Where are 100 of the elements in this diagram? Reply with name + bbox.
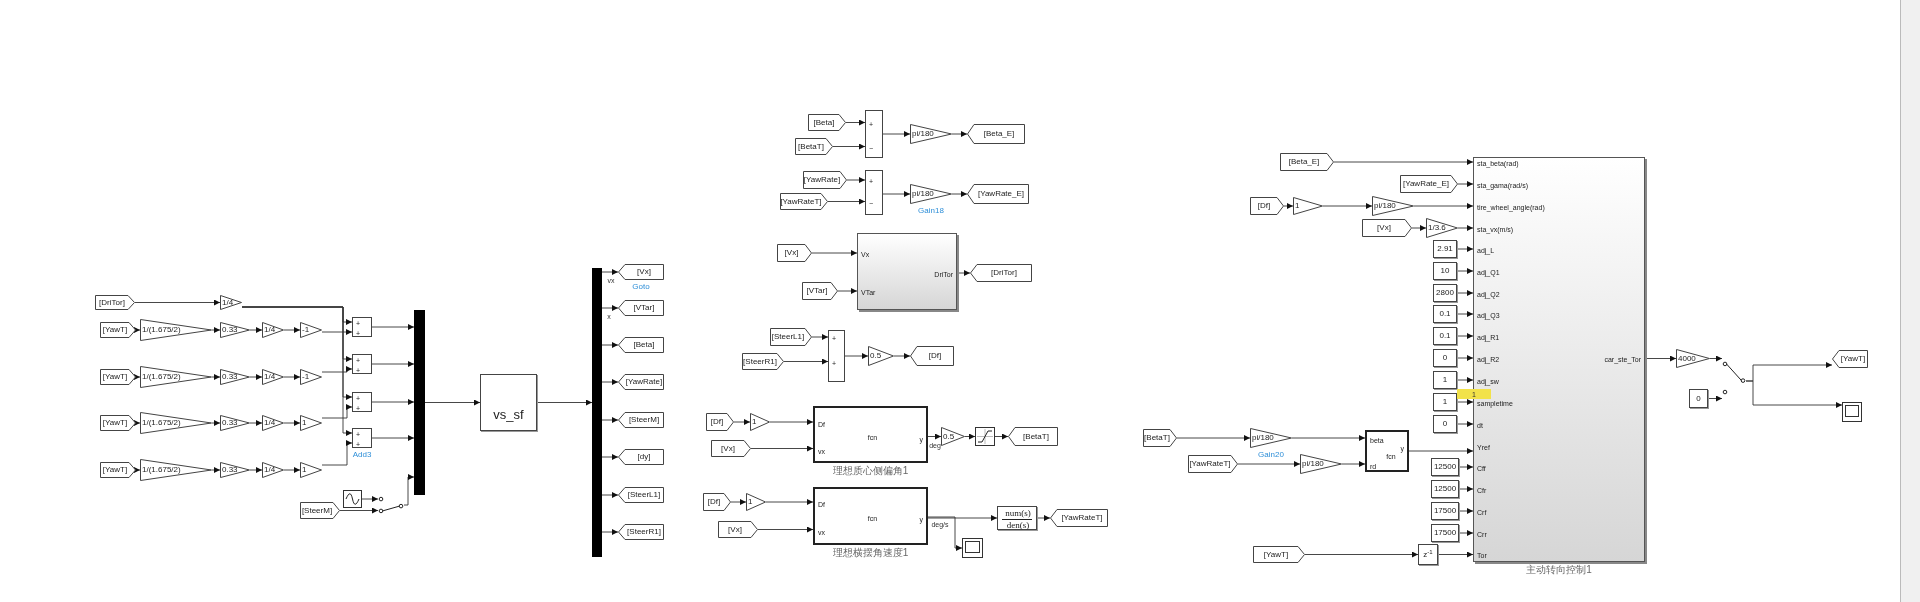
- gain-triangle: [262, 462, 284, 478]
- gain-triangle: [1293, 197, 1323, 215]
- tag-label: [Beta]: [813, 118, 835, 127]
- sum-block: [352, 354, 372, 374]
- tag-label: [YawRate_E]: [977, 190, 1025, 198]
- gain-triangle: [220, 322, 250, 338]
- signal-line: [211, 374, 221, 380]
- block-label: 1/(1.675/2): [142, 326, 181, 334]
- from-tag: [1250, 197, 1284, 215]
- gain-triangle: [300, 369, 322, 385]
- block-label: 0.33: [222, 326, 238, 334]
- tag-label: [dy]: [637, 453, 651, 461]
- goto-tag: [1050, 509, 1108, 527]
- block-name: Add3: [352, 451, 372, 459]
- goto-tag: [970, 264, 1032, 282]
- block-label: 1/4: [222, 298, 234, 307]
- tag-label: [YawT]: [102, 466, 128, 474]
- block-label: 0.1: [1439, 332, 1451, 340]
- goto-tag: [967, 184, 1029, 204]
- constant-block: [1433, 305, 1457, 323]
- from-tag: [777, 244, 812, 262]
- gain-triangle: [910, 184, 952, 204]
- tag-label: [Vx]: [721, 444, 735, 453]
- signal-line: [134, 420, 141, 426]
- bus-bar: [592, 268, 602, 557]
- scope-block: [1842, 402, 1862, 422]
- gain-triangle: [140, 366, 212, 388]
- constant-block: [1431, 480, 1459, 498]
- tag-label: [VTar]: [633, 304, 655, 312]
- signal-line: [211, 327, 221, 333]
- goto-tag: [1832, 350, 1868, 368]
- tag-label: [Df]: [710, 418, 724, 426]
- constant-block: [1433, 393, 1457, 411]
- signal-line: [134, 327, 141, 333]
- function-block: [1365, 430, 1409, 472]
- subsystem-block: [1473, 157, 1645, 562]
- tag-label: [Vx]: [637, 268, 651, 276]
- constant-block: [1433, 327, 1457, 345]
- gain-triangle: [220, 462, 250, 478]
- block-label: 2800: [1436, 289, 1454, 297]
- block-label: 1/4: [264, 466, 276, 474]
- gain-triangle: [262, 415, 284, 431]
- from-tag: [703, 493, 731, 511]
- block-label: 1: [302, 419, 307, 427]
- sum-block: [352, 392, 372, 412]
- block-caption: 理想质心侧偏角1: [832, 466, 909, 476]
- from-tag: [1362, 219, 1412, 237]
- constant-block: [1433, 415, 1457, 433]
- constant-block: [1433, 371, 1457, 389]
- from-tag: [770, 328, 812, 346]
- gain-triangle: [1300, 454, 1342, 474]
- tag-label: [Df]: [707, 498, 721, 506]
- block-label: 1: [302, 466, 307, 474]
- tag-label: [Vx]: [1377, 224, 1391, 232]
- from-tag: [742, 353, 784, 370]
- gain-triangle: [300, 322, 322, 338]
- block-label: 1/(1.675/2): [142, 373, 181, 381]
- tag-label: [YawT]: [102, 373, 128, 381]
- manual-switch: [378, 494, 404, 516]
- constant-block: [1433, 262, 1457, 280]
- tag-label: [YawRateT]: [780, 197, 822, 206]
- from-tag: [100, 369, 136, 385]
- saturation-block: [975, 427, 995, 446]
- tag-label: [YawT]: [102, 326, 128, 334]
- block-label: 0: [1696, 394, 1701, 403]
- block-label: 0: [1442, 354, 1448, 362]
- block-label: 0.33: [222, 419, 238, 427]
- from-tag: [1400, 175, 1458, 193]
- block-label: 17500: [1433, 529, 1457, 537]
- block-label: 1/(1.675/2): [142, 466, 181, 474]
- block-name: Goto: [632, 283, 650, 291]
- scope-block: [962, 538, 983, 558]
- signal-line: [211, 467, 221, 473]
- constant-block: [1433, 349, 1457, 367]
- signal-line: [211, 420, 221, 426]
- tag-label: [Vx]: [784, 249, 799, 257]
- from-tag: [1253, 546, 1305, 563]
- block-label: 4000: [1678, 354, 1696, 363]
- from-tag: [1188, 455, 1238, 473]
- tag-label: [BetaT]: [1144, 434, 1170, 442]
- transfer-function-text: den(s): [1006, 520, 1030, 530]
- gain-triangle: [750, 413, 770, 431]
- sum-block: [828, 330, 845, 382]
- tag-label: [YawRate]: [803, 176, 841, 184]
- tag-label: [Df]: [928, 352, 942, 360]
- block-label: pi/180: [912, 130, 934, 138]
- constant-block: [1433, 240, 1457, 258]
- block-label: z$^{-1}$: [1423, 550, 1433, 559]
- gain-triangle: [746, 493, 766, 511]
- from-tag: [95, 295, 135, 310]
- tag-label: [SteerM]: [628, 416, 660, 424]
- from-tag: [803, 171, 847, 189]
- gain-triangle: [220, 295, 242, 310]
- tag-label: [DriTor]: [991, 269, 1017, 277]
- gain-triangle: [941, 427, 965, 446]
- function-block: [813, 487, 928, 545]
- sum-block: [352, 428, 372, 448]
- constant-block: [1689, 389, 1708, 408]
- from-tag: [300, 502, 340, 519]
- constant-block: [1431, 458, 1459, 476]
